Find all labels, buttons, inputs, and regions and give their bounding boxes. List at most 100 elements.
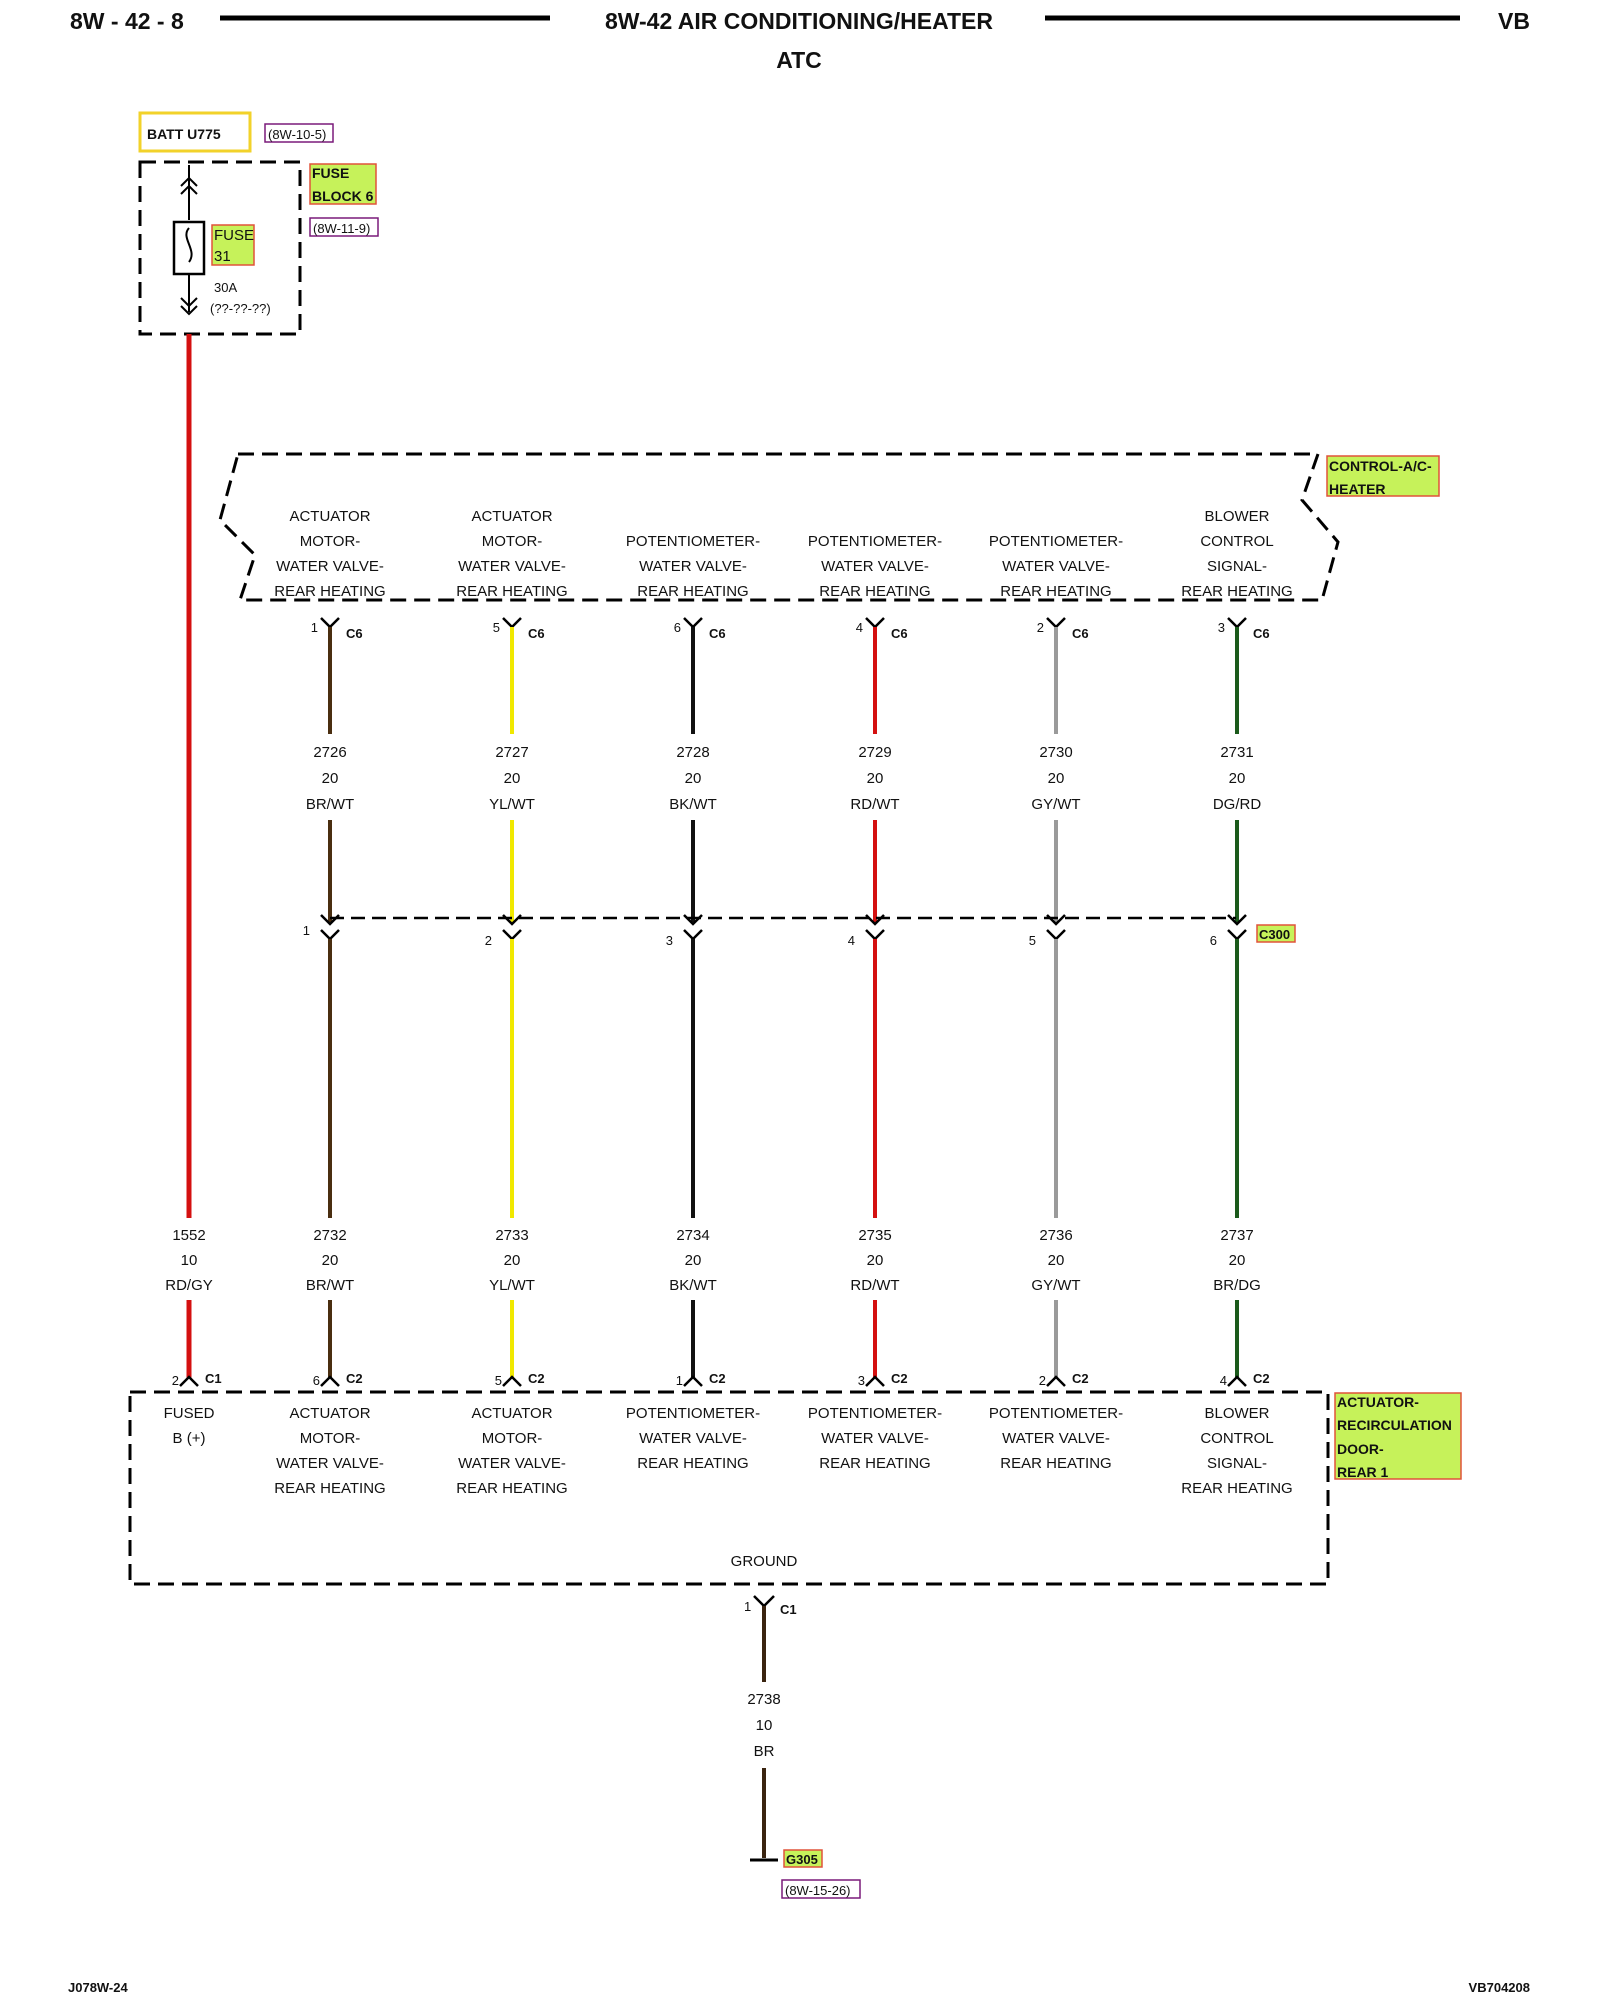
ground-wire-circuit: 2738	[747, 1691, 780, 1708]
top-pin-label: WATER VALVE-	[276, 558, 384, 575]
fuse-block-label-2: BLOCK 6	[312, 188, 374, 204]
connector-male-icon	[179, 1375, 199, 1387]
top-pin-number: 5	[493, 620, 500, 635]
top-connector-name: C6	[1072, 626, 1089, 641]
top-pin-label: MOTOR-	[300, 533, 361, 550]
lower-wire-color: BR/DG	[1213, 1277, 1261, 1294]
top-pin-label: REAR HEATING	[1181, 583, 1292, 600]
lower-wire-circuit: 2733	[495, 1227, 528, 1244]
connector-male-icon	[865, 1375, 885, 1387]
top-pin-label: CONTROL	[1200, 533, 1273, 550]
top-pin-number: 4	[856, 620, 863, 635]
battery-box	[138, 111, 252, 153]
page-id: 8W - 42 - 8	[70, 8, 184, 34]
connector-male-icon	[502, 1375, 522, 1387]
bottom-pin-label: SIGNAL-	[1207, 1455, 1267, 1472]
bottom-pin-number: 6	[313, 1373, 320, 1388]
top-module-tag	[1326, 455, 1440, 497]
fuse-icon	[172, 220, 206, 276]
lower-wire-circuit: 2737	[1220, 1227, 1253, 1244]
lower-wire-gauge: 20	[322, 1252, 339, 1269]
top-pin-label: POTENTIOMETER-	[626, 533, 760, 550]
fuse-element-icon	[185, 227, 193, 263]
ground-point-name: G305	[786, 1852, 818, 1867]
bottom-pin-label: REAR HEATING	[456, 1480, 567, 1497]
top-module-outline	[218, 452, 1340, 602]
bottom-pin-label: POTENTIOMETER-	[808, 1405, 942, 1422]
bottom-connector-name: C2	[528, 1371, 545, 1386]
upper-wire-circuit: 2729	[858, 744, 891, 761]
fuse-top-connector-icon	[180, 176, 198, 195]
upper-wire-circuit: 2728	[676, 744, 709, 761]
page-title: 8W-42 AIR CONDITIONING/HEATER	[605, 8, 993, 34]
ground-point-ref-box	[781, 1879, 861, 1899]
c300-pin-number: 3	[666, 933, 673, 948]
battery-ref-box	[264, 123, 334, 143]
top-pin-label: MOTOR-	[482, 533, 543, 550]
c300-pin-number: 6	[1210, 933, 1217, 948]
connector-male-icon	[1227, 1375, 1247, 1387]
bottom-pin-number: 4	[1220, 1373, 1227, 1388]
lower-wire-circuit: 2734	[676, 1227, 709, 1244]
lower-wire-gauge: 10	[181, 1252, 198, 1269]
footer-right: VB704208	[1469, 1980, 1530, 1995]
upper-wire-color: RD/WT	[850, 796, 899, 813]
connector-female-icon	[502, 617, 522, 629]
top-connector-name: C6	[891, 626, 908, 641]
top-pin-number: 1	[311, 620, 318, 635]
lower-wire-gauge: 20	[1048, 1252, 1065, 1269]
upper-wire-color: BK/WT	[669, 796, 717, 813]
upper-wire-gauge: 20	[1048, 770, 1065, 787]
battery-label: BATT U775	[147, 126, 221, 142]
top-pin-label: WATER VALVE-	[821, 558, 929, 575]
lower-wire-color: RD/WT	[850, 1277, 899, 1294]
bottom-pin-label: REAR HEATING	[274, 1480, 385, 1497]
battery-ref[interactable]: (8W-10-5)	[268, 127, 326, 142]
top-pin-label: POTENTIOMETER-	[808, 533, 942, 550]
bottom-pin-label: B (+)	[173, 1430, 206, 1447]
page-subtitle: ATC	[776, 47, 822, 73]
top-module-name-1: CONTROL-A/C-	[1329, 458, 1432, 474]
bottom-pin-number: 2	[172, 1373, 179, 1388]
fuse-label-2: 31	[214, 248, 231, 265]
top-pin-label: WATER VALVE-	[1002, 558, 1110, 575]
lower-wire-circuit: 2732	[313, 1227, 346, 1244]
c300-label: C300	[1259, 927, 1290, 942]
bottom-connector-name: C2	[709, 1371, 726, 1386]
lower-wire-gauge: 20	[1229, 1252, 1246, 1269]
connector-female-icon	[683, 617, 703, 629]
upper-wire-circuit: 2730	[1039, 744, 1072, 761]
upper-wire-color: YL/WT	[489, 796, 535, 813]
bottom-connector-name: C1	[205, 1371, 222, 1386]
bottom-pin-label: WATER VALVE-	[458, 1455, 566, 1472]
bottom-pin-label: REAR HEATING	[1000, 1455, 1111, 1472]
fuse-rating: 30A	[214, 280, 237, 295]
ground-connector: C1	[780, 1602, 797, 1617]
bottom-pin-label: BLOWER	[1204, 1405, 1269, 1422]
vehicle-code: VB	[1498, 8, 1530, 34]
top-connector-name: C6	[1253, 626, 1270, 641]
bottom-pin-label: WATER VALVE-	[639, 1430, 747, 1447]
upper-wire-gauge: 20	[685, 770, 702, 787]
c300-pin-number: 1	[303, 923, 310, 938]
top-connector-name: C6	[528, 626, 545, 641]
lower-wire-color: RD/GY	[165, 1277, 213, 1294]
bottom-pin-label: POTENTIOMETER-	[989, 1405, 1123, 1422]
bottom-module-tag	[1334, 1392, 1462, 1480]
bottom-connector-name: C2	[891, 1371, 908, 1386]
upper-wire-circuit: 2727	[495, 744, 528, 761]
upper-wire-circuit: 2726	[313, 744, 346, 761]
top-pin-number: 6	[674, 620, 681, 635]
fuse-block-ref[interactable]: (8W-11-9)	[313, 221, 370, 236]
ground-point-ref[interactable]: (8W-15-26)	[785, 1883, 851, 1898]
ground-wire-color: BR	[754, 1743, 775, 1760]
connector-female-icon	[320, 617, 340, 629]
fuse-label-1: FUSE	[214, 227, 254, 244]
connector-male-icon	[1046, 1375, 1066, 1387]
bottom-pin-number: 3	[858, 1373, 865, 1388]
bottom-module-name-4: REAR 1	[1337, 1464, 1389, 1480]
